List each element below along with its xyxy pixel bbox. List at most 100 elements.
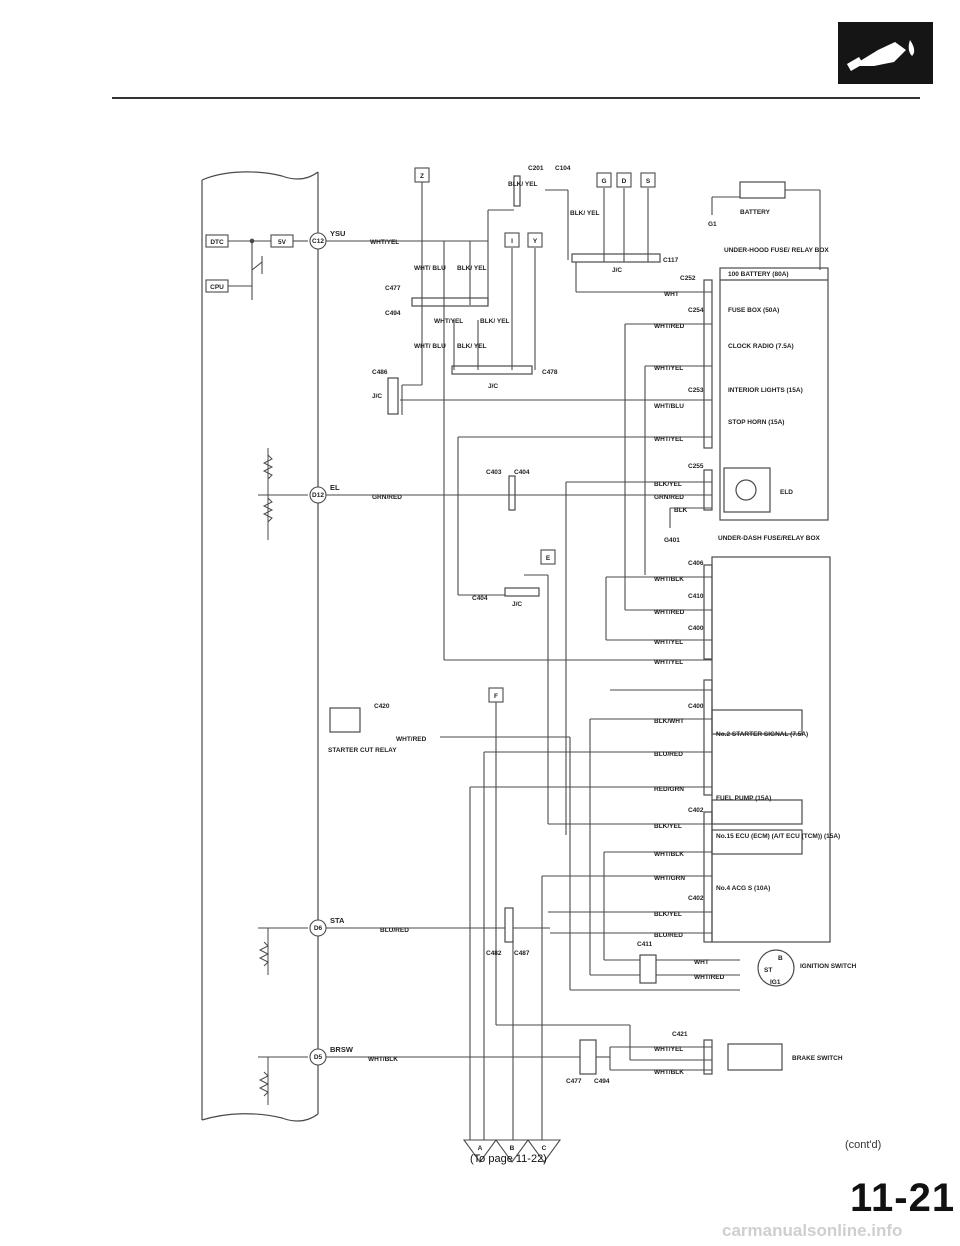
conn-c255: C255	[688, 463, 704, 470]
clock-label: CLOCK RADIO (7.5A)	[728, 343, 794, 350]
ecm-pin-d5: D5	[314, 1054, 323, 1061]
wire-wht-grn: WHT/GRN	[654, 875, 685, 882]
conn-c411: C411	[637, 941, 653, 948]
ig-term-ig1: IG1	[770, 979, 781, 986]
conn-c420: C420	[374, 703, 390, 710]
letter-f: F	[494, 693, 498, 700]
jc-label-3: J/C	[612, 267, 622, 274]
wire-wht-blk-3: WHT/BLK	[654, 1069, 684, 1076]
ecm-pin-d6: D6	[314, 925, 323, 932]
wire-wht-yel-3: WHT/YEL	[654, 365, 683, 372]
conn-c406: C406	[688, 560, 704, 567]
wire-wht-blk-brsw: WHT/BLK	[368, 1056, 398, 1063]
wire-wht-red-2: WHT/RED	[654, 609, 685, 616]
conn-c201: C201	[528, 165, 544, 172]
conn-c117: C117	[663, 257, 679, 264]
wire-wht-ig: WHT	[694, 959, 709, 966]
wire-wht-blu-1: WHT/ BLU	[414, 265, 446, 272]
port-el: EL	[330, 483, 340, 492]
triangle-a: A	[478, 1145, 483, 1152]
ecm-pin-c12: C12	[312, 238, 324, 245]
conn-c400: C400	[688, 703, 704, 710]
section-header	[112, 22, 933, 99]
wire-wht-blu-2: WHT/ BLU	[414, 343, 446, 350]
conn-c404b: C404	[472, 595, 488, 602]
ecm-pin-d12: D12	[312, 492, 324, 499]
letter-i: I	[511, 238, 513, 245]
conn-c477b: C477	[566, 1078, 582, 1085]
jc-label-4: J/C	[512, 601, 522, 608]
wire-grn-red-1: GRN/RED	[654, 494, 684, 501]
jc-label-1: J/C	[372, 393, 382, 400]
wire-wht-blk-1: WHT/BLK	[654, 576, 684, 583]
letter-box-f	[488, 687, 504, 703]
wire-wht-red-3: WHT/RED	[396, 736, 427, 743]
wire-red-grn: RED/GRN	[654, 786, 684, 793]
conn-c403: C403	[486, 469, 502, 476]
conn-c494: C494	[385, 310, 401, 317]
wire-grn-red-el: GRN/RED	[372, 494, 402, 501]
conn-c402: C402	[688, 807, 704, 814]
letter-e: E	[546, 555, 551, 562]
to-page-label: (To page 11-22)	[470, 1153, 547, 1165]
wire-wht-yel-2: WHT/YEL	[434, 318, 463, 325]
eld-label: ELD	[780, 489, 793, 496]
conn-c421: C421	[672, 1031, 688, 1038]
letter-box-z	[414, 167, 430, 183]
conn-c104: C104	[555, 165, 571, 172]
letter-z: Z	[420, 173, 424, 180]
continued-label: (cont'd)	[845, 1139, 882, 1151]
starter-signal-label: No.2 STARTER SIGNAL (7.5A)	[716, 731, 808, 738]
wire-blu-red-1: BLU/RED	[654, 751, 683, 758]
bottom-triangles	[462, 1139, 562, 1163]
wire-wht-yel-4: WHT/YEL	[654, 436, 683, 443]
interior-label: INTERIOR LIGHTS (15A)	[728, 387, 803, 394]
wire-blk-yel-3: BLK/ YEL	[457, 265, 487, 272]
wiring	[326, 180, 821, 1140]
wire-blu-red-sta: BLU/RED	[380, 927, 409, 934]
wire-blk-yel-8: BLK/YEL	[654, 911, 682, 918]
wire-wht-yel-7: WHT/YEL	[654, 1046, 683, 1053]
wire-wht-blu-3: WHT/BLU	[654, 403, 684, 410]
triangle-b: B	[510, 1145, 515, 1152]
ecu-fuse-label: No.15 ECU (ECM) (A/T ECU (TCM)) (15A)	[716, 833, 840, 840]
ground-g1: G1	[708, 221, 717, 228]
wire-wht-yel-ysu: WHT/YEL	[370, 239, 399, 246]
port-sta: STA	[330, 916, 345, 925]
underhood-label: UNDER-HOOD FUSE/ RELAY BOX	[724, 247, 829, 254]
wire-blk-yel-4: BLK/ YEL	[480, 318, 510, 325]
dtc-label: DTC	[210, 239, 224, 246]
letter-y: Y	[533, 238, 538, 245]
conn-c411-top: C400	[688, 625, 704, 632]
fuel-pump-label: FUEL PUMP (15A)	[716, 795, 771, 802]
conn-c252: C252	[680, 275, 696, 282]
conn-c482: C482	[486, 950, 502, 957]
fuel-system-icon	[846, 40, 915, 71]
ground-g401: G401	[664, 537, 680, 544]
wire-blk-wht: BLK/WHT	[654, 718, 684, 725]
conn-c404: C404	[514, 469, 530, 476]
fuse-main-label: 100 BATTERY (80A)	[728, 271, 789, 278]
underhood-box-frame	[719, 267, 829, 521]
connector-symbols	[329, 175, 795, 1075]
port-brsw: BRSW	[330, 1045, 354, 1054]
letter-box-i	[504, 232, 520, 248]
cpu-label: CPU	[210, 284, 224, 291]
ignition-label: IGNITION SWITCH	[800, 963, 857, 970]
wire-blk-yel-2: BLK/ YEL	[570, 210, 600, 217]
letter-d: D	[622, 178, 627, 185]
starter-cut-label: STARTER CUT RELAY	[328, 747, 397, 754]
underdash-label: UNDER-DASH FUSE/RELAY BOX	[718, 535, 821, 542]
conn-c486: C486	[372, 369, 388, 376]
conn-c401: C402	[688, 895, 704, 902]
wire-wht-red-4: WHT/RED	[694, 974, 725, 981]
wire-blk-yel-top: BLK/ YEL	[508, 181, 538, 188]
letter-box-d	[616, 172, 632, 188]
dtc-logic	[205, 234, 308, 300]
battery-symbol	[739, 181, 786, 199]
wire-wht-yel-5: WHT/YEL	[654, 639, 683, 646]
conn-c494b: C494	[594, 1078, 610, 1085]
wire-wht-yel-6: WHT/YEL	[654, 659, 683, 666]
page-number: 11-21	[850, 1176, 956, 1220]
